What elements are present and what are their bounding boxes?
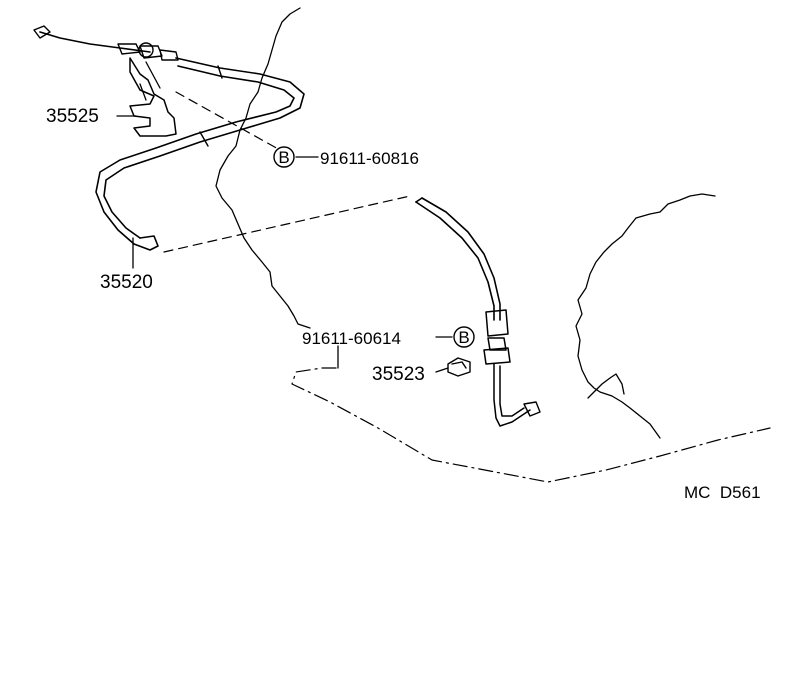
cable-sheath-end (133, 235, 159, 251)
leader-35523 (435, 367, 449, 373)
bolt-marker-upper: B (278, 148, 289, 167)
dashed-leader-upper (175, 91, 281, 151)
cable-lower-fitting-3 (483, 347, 511, 365)
housing-notch (587, 373, 625, 399)
cable-sheath-outer (103, 57, 305, 239)
cable-lower-end (523, 401, 541, 417)
boundary-dashdot (291, 367, 771, 483)
cable-sheath-inner (95, 65, 295, 245)
cable-lower-wire-inner (499, 365, 525, 417)
cable-upper-end (33, 25, 51, 39)
cable-upper-nut (138, 42, 154, 58)
bolt-marker-lower: B (458, 328, 469, 347)
diagram-code: MC D561 (684, 483, 761, 502)
bolt-marker-circle-upper (273, 146, 295, 168)
label-91611-60816: 91611-60816 (320, 149, 419, 168)
cable-lower-outer (415, 201, 495, 321)
bracket-35525 (129, 57, 177, 137)
label-35520: 35520 (100, 272, 153, 293)
housing-outline-right (575, 193, 716, 439)
label-91611-60614: 91611-60614 (302, 329, 401, 348)
dashed-leader-middle (163, 195, 411, 253)
cable-lower-fitting-1 (485, 309, 509, 337)
cable-lower-wire (493, 363, 531, 427)
cable-lower-fitting-2 (487, 337, 507, 351)
bolt-marker-circle-lower (453, 326, 475, 348)
cable-upper-thin (39, 31, 151, 53)
clip-35523 (447, 357, 471, 377)
cable-sheath-band (199, 65, 223, 147)
label-35523: 35523 (372, 364, 425, 385)
bracket-35525-detail (139, 61, 161, 101)
label-35525: 35525 (46, 106, 99, 127)
cable-lower-tip (415, 197, 423, 203)
housing-outline-left (215, 7, 311, 329)
cable-lower-inner (421, 197, 501, 321)
